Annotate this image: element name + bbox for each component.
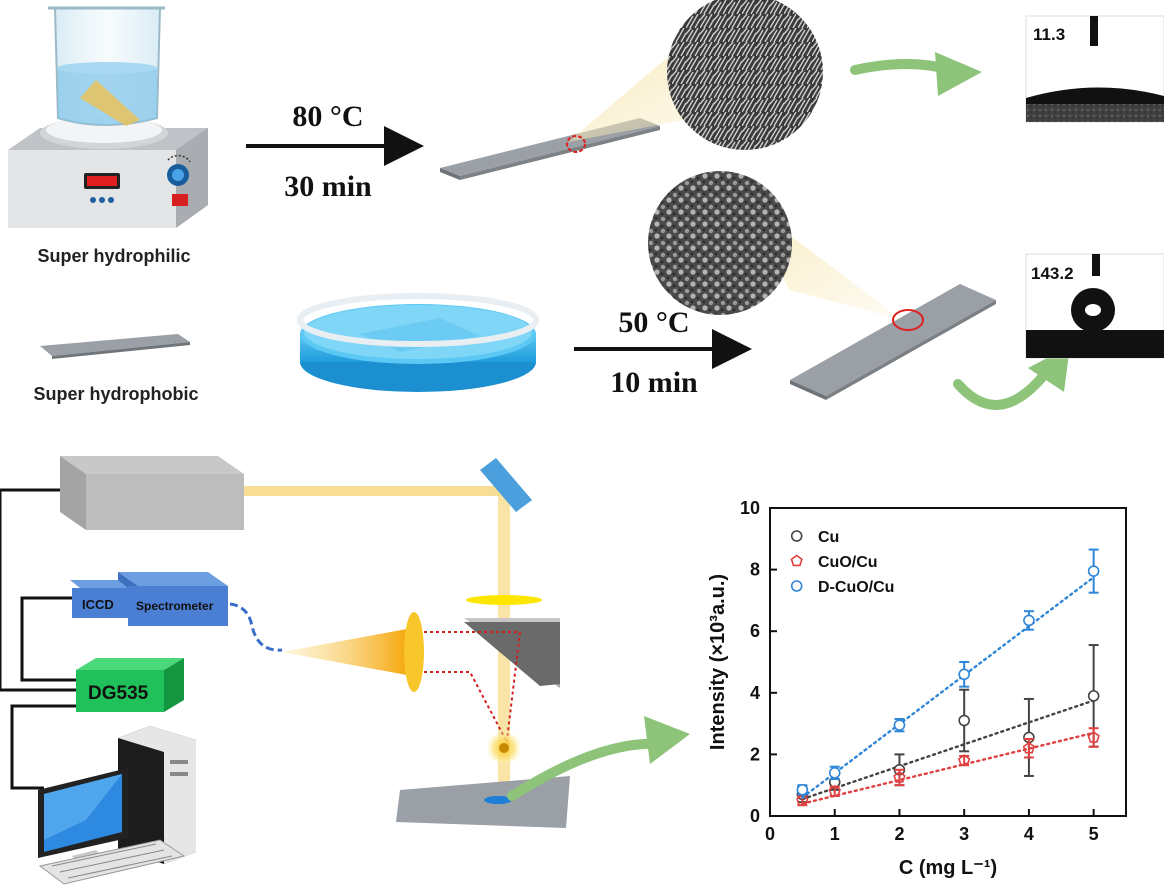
series-2-point xyxy=(796,784,809,796)
contact-angle-image-hydrophobic xyxy=(1025,253,1164,359)
green-arrowhead-icon-3 xyxy=(644,716,690,764)
petri-dish-illustration xyxy=(297,293,539,392)
light-cone xyxy=(282,628,412,676)
green-arrowhead-icon xyxy=(935,52,982,96)
contact-angle-image-hydrophilic xyxy=(1025,15,1164,123)
cable-computer xyxy=(10,704,76,790)
step1-temperature: 80 °C xyxy=(292,100,363,133)
series-1-point xyxy=(796,794,809,806)
series-1-point xyxy=(958,754,971,766)
green-arrow-icon xyxy=(850,59,955,75)
mirror xyxy=(480,458,532,512)
y-tick-label: 0 xyxy=(750,806,760,826)
y-tick-label: 10 xyxy=(740,498,760,518)
caption-super-hydrophobic: Super hydrophobic xyxy=(33,384,198,404)
delay-generator-box xyxy=(76,658,184,712)
legend-label: CuO/Cu xyxy=(818,554,878,571)
focus-lens xyxy=(466,595,542,605)
x-tick-label: 3 xyxy=(959,824,969,844)
legend-marker xyxy=(790,530,803,542)
sem-image-porous xyxy=(648,171,792,315)
cable-iccd xyxy=(20,596,76,682)
x-tick-label: 4 xyxy=(1024,824,1034,844)
legend-label: D-CuO/Cu xyxy=(818,579,894,596)
substrate-plain xyxy=(40,334,190,359)
series-1-point xyxy=(1087,731,1100,743)
contact-angle-hydrophilic: 11.3 xyxy=(1033,25,1065,44)
laser-source-box xyxy=(60,456,244,530)
sample-substrate xyxy=(396,776,570,828)
series-1-fit-line xyxy=(801,731,1095,805)
step2-time: 10 min xyxy=(610,366,698,399)
series-1-point xyxy=(1022,741,1036,754)
series-0-point xyxy=(1087,690,1100,702)
step2-temperature: 50 °C xyxy=(618,306,689,339)
y-axis-label: Intensity (×10³a.u.) xyxy=(707,574,729,750)
iccd-box xyxy=(70,580,128,618)
legend-marker xyxy=(790,580,803,592)
series-2-point xyxy=(1087,565,1100,577)
y-tick-label: 4 xyxy=(750,683,760,703)
series-2-point xyxy=(828,767,841,779)
x-tick-label: 2 xyxy=(894,824,904,844)
green-arrow-icon-2 xyxy=(953,365,1053,410)
laser-beam xyxy=(244,486,500,496)
legend-marker xyxy=(790,554,803,567)
caption-super-hydrophilic: Super hydrophilic xyxy=(37,246,190,266)
computer-icon xyxy=(38,726,196,885)
hotplate-illustration xyxy=(8,6,208,228)
series-2-fit-line xyxy=(801,576,1095,799)
series-1-point xyxy=(893,771,906,783)
series-0-fit-line xyxy=(801,699,1095,801)
spectrometer-label: Spectrometer xyxy=(136,599,214,613)
plot-frame xyxy=(769,507,1127,817)
x-tick-label: 1 xyxy=(830,824,840,844)
series-2-point xyxy=(893,719,906,731)
series-2-point xyxy=(958,668,970,681)
y-tick-label: 2 xyxy=(750,744,760,764)
series-1-point xyxy=(828,784,841,797)
sem-image-nanowires xyxy=(667,0,823,150)
contact-angle-hydrophobic: 143.2 xyxy=(1031,264,1074,283)
sample-droplet xyxy=(484,796,512,804)
step1-time: 30 min xyxy=(284,170,372,203)
legend-label: Cu xyxy=(818,529,839,546)
series-2-point xyxy=(1023,614,1035,627)
series-0-point xyxy=(958,714,970,727)
intensity-chart: 0 1 2 3 4 5 0 2 4 6 8 10 C (mg L⁻¹) Intensity (×10³a.… xyxy=(707,498,1127,879)
delay-generator-label: DG535 xyxy=(88,683,149,704)
x-tick-label: 5 xyxy=(1089,824,1099,844)
fiber-cable xyxy=(229,602,283,652)
cable-laser xyxy=(0,488,76,692)
y-tick-label: 8 xyxy=(750,560,760,580)
collection-lens xyxy=(404,612,424,692)
x-tick-label: 0 xyxy=(765,824,775,844)
green-arrow-icon-3 xyxy=(507,738,665,801)
optical-path xyxy=(424,631,521,749)
spectrometer-box xyxy=(118,572,228,626)
x-axis-label: C (mg L⁻¹) xyxy=(899,857,997,879)
iccd-label: ICCD xyxy=(82,597,114,612)
y-tick-label: 6 xyxy=(750,621,760,641)
